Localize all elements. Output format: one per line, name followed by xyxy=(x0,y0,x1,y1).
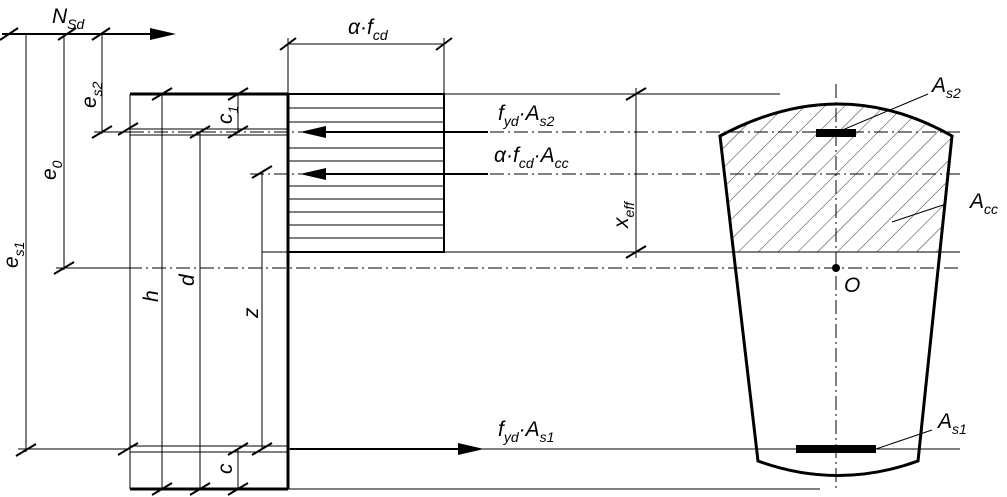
top-rebar xyxy=(816,129,856,137)
label-e-0: e0 xyxy=(38,160,65,180)
label-n-sd: NSd xyxy=(52,5,86,32)
centroid-point xyxy=(832,264,840,272)
label-alpha-fcd-acc: α·fcd·Acc xyxy=(494,144,569,171)
label-h: h xyxy=(140,290,163,302)
label-fyd-as1: fyd·As1 xyxy=(498,418,554,445)
label-x-eff: xeff xyxy=(610,200,637,229)
cross-section xyxy=(718,84,954,492)
label-z: z xyxy=(240,307,263,319)
label-o: O xyxy=(844,274,860,297)
label-alpha-fcd: α·fcd xyxy=(348,16,389,43)
stress-block xyxy=(279,37,453,253)
label-d: d xyxy=(176,273,199,286)
label-c1: c1 xyxy=(214,106,241,124)
label-a-s1: As1 xyxy=(936,410,967,437)
bottom-rebar xyxy=(796,445,876,453)
force-arrows xyxy=(290,126,488,455)
label-c: c xyxy=(214,463,237,474)
label-a-cc: Acc xyxy=(968,190,998,217)
label-e-s1: es1 xyxy=(0,242,27,268)
label-e-s2: es2 xyxy=(78,81,105,108)
label-a-s2: As2 xyxy=(930,74,961,101)
label-fyd-as2: fyd·As2 xyxy=(498,102,555,129)
